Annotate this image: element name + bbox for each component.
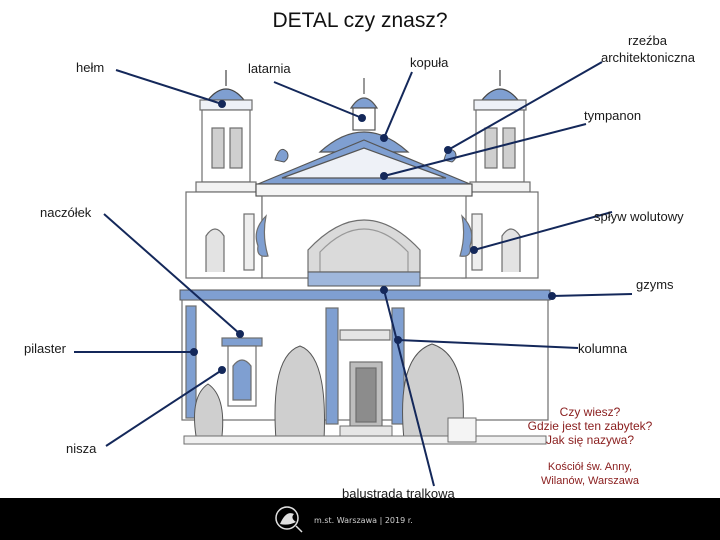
upper-wall (255, 195, 473, 279)
footer-text: m.st. Warszawa | 2019 r. (314, 516, 413, 525)
question-line2: Gdzie jest ten zabytek? (527, 419, 653, 433)
label-rzezba-line1: rzeźba (628, 33, 668, 48)
label-naczolek: naczółek (40, 205, 92, 220)
footer-bar (0, 498, 720, 540)
label-kolumna: kolumna (578, 341, 628, 356)
label-helm: hełm (76, 60, 105, 75)
label-rzezba-line2: architektoniczna (601, 50, 695, 65)
steps (183, 417, 547, 445)
label-gzyms: gzyms (636, 277, 674, 292)
question-text: Czy wiesz? Gdzie jest ten zabytek? Jak s… (510, 405, 670, 447)
upper-balustrade (307, 271, 421, 287)
label-tympanon: tympanon (584, 108, 642, 123)
question-line3: Jak się nazywa? (545, 433, 635, 447)
warsaw-logo-icon (275, 506, 303, 533)
label-splyw: spływ wolutowy (594, 209, 684, 224)
pointer-lines (74, 61, 633, 487)
label-pilaster: pilaster (24, 341, 66, 356)
cornice (179, 289, 551, 301)
hedges (194, 343, 464, 441)
label-nisza: nisza (66, 441, 97, 456)
answer-text: Kościół św. Anny, Wilanów, Warszawa (510, 460, 670, 488)
question-line1: Czy wiesz? (559, 405, 621, 419)
pediment (255, 139, 473, 197)
answer-line1: Kościół św. Anny, (547, 461, 633, 473)
left-tower (185, 70, 263, 279)
label-balustrada: balustrada tralkowa (342, 486, 455, 501)
label-latarnia: latarnia (248, 61, 291, 76)
label-kopula: kopuła (410, 55, 449, 70)
answer-line2: Wilanów, Warszawa (540, 475, 639, 487)
lower-storey (181, 299, 549, 427)
slide-title: DETAL czy znasz? (272, 9, 448, 32)
